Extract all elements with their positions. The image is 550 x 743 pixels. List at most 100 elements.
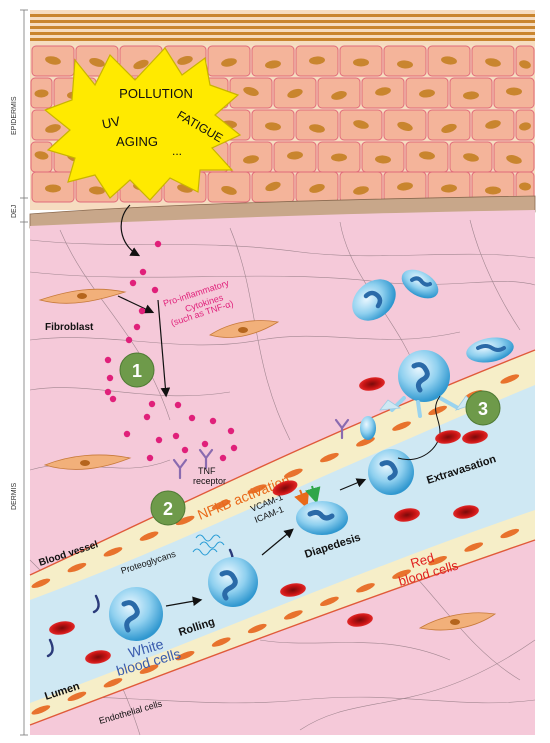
keratinocyte-nucleus — [485, 58, 501, 67]
endothelial-nucleus — [103, 547, 123, 557]
endothelial-nucleus — [428, 555, 447, 566]
keratinocyte-nucleus — [419, 151, 435, 160]
emigration-tail — [397, 395, 441, 460]
red-blood-cell — [272, 480, 298, 496]
vcam-green-arrow — [305, 485, 321, 504]
keratinocyte-nucleus — [375, 87, 391, 96]
keratinocyte-nucleus — [45, 184, 61, 193]
ellipsis-label: ... — [172, 144, 182, 158]
endothelial-nucleus — [392, 569, 411, 579]
dej-side-label: DEJ — [11, 205, 18, 218]
endothelial-nucleus — [247, 484, 267, 494]
white-blood-cell-tissue-2 — [401, 269, 439, 299]
aging-label: AGING — [116, 134, 158, 149]
keratinocyte-nucleus — [34, 151, 49, 160]
step-badge-2: 2 — [150, 490, 186, 526]
step-1-number: 1 — [132, 361, 142, 381]
red-blood-cell — [347, 613, 373, 627]
cytokine-dots — [104, 240, 238, 462]
cytokine-dot — [209, 417, 217, 425]
keratinocyte-nucleus — [287, 88, 303, 99]
keratinocyte-nucleus — [309, 184, 325, 193]
cytokine-dot — [219, 454, 227, 462]
keratinocyte-nucleus — [243, 155, 259, 164]
keratinocyte-nucleus — [331, 91, 347, 100]
keratinocyte-nucleus — [419, 89, 435, 98]
red-blood-cell — [462, 430, 488, 444]
endothelial-nucleus — [103, 678, 123, 688]
cytokine-dot — [139, 268, 147, 276]
step-3-number: 3 — [478, 399, 488, 419]
cytokine-dot — [106, 374, 114, 382]
endothelial-nucleus — [211, 637, 231, 647]
keratinocyte-nucleus — [485, 120, 501, 129]
white-blood-cell-extravasation — [368, 449, 414, 495]
red-blood-cell — [359, 377, 385, 391]
cytokine-dot — [138, 307, 146, 315]
keratinocyte-nucleus — [331, 153, 347, 162]
keratinocyte-nucleus — [441, 123, 457, 133]
fibroblast-cells — [38, 288, 497, 631]
endothelial-nucleus — [175, 650, 195, 661]
endothelial-nucleus — [67, 562, 87, 573]
endothelial-nucleus — [67, 691, 87, 702]
keratinocyte-nucleus — [34, 89, 49, 98]
keratinocyte-nucleus — [375, 155, 391, 164]
keratinocyte-nucleus — [265, 122, 281, 131]
cytokine-dot — [227, 427, 235, 435]
tnf-receptor-line1: TNF — [198, 466, 216, 476]
keratinocyte-nucleus — [397, 182, 413, 191]
keratinocyte-nucleus — [506, 155, 522, 164]
keratinocyte-nucleus — [485, 186, 501, 195]
white-blood-cell-rolling-1 — [109, 587, 163, 641]
white-blood-cell-edge — [360, 416, 376, 440]
endothelial-nucleus — [464, 542, 484, 552]
white-blood-cell-rolling-2 — [208, 557, 258, 607]
cytokine-arrow — [157, 299, 171, 398]
endothelial-nucleus — [283, 610, 303, 620]
proteoglycans-squiggles — [192, 534, 225, 556]
cytokine-dot — [125, 336, 133, 344]
keratinocyte-nucleus — [265, 181, 281, 192]
cytokine-dot — [172, 432, 180, 440]
extravasation-arrow — [339, 478, 367, 491]
endothelial-nucleus — [139, 664, 159, 674]
fibroblast-label: Fibroblast — [45, 322, 94, 333]
endothelial-nucleus — [356, 583, 375, 593]
uv-label: UV — [101, 113, 122, 131]
keratinocyte-nucleus — [133, 59, 149, 70]
red-blood-cell — [85, 650, 111, 664]
keratinocyte-nucleus — [506, 87, 522, 96]
keratinocyte-nucleus — [45, 124, 61, 133]
keratinocyte-nucleus — [221, 58, 237, 67]
red-blood-cell — [453, 505, 479, 519]
cytokine-dot — [133, 323, 141, 331]
red-blood-cell — [49, 621, 75, 635]
keratinocyte-nucleus — [89, 186, 105, 195]
cytokine-dot — [148, 400, 156, 408]
keratinocyte-nucleus — [243, 86, 259, 96]
cytokine-dot — [143, 413, 151, 421]
epidermis-side-label: EPIDERMIS — [11, 96, 18, 135]
cytokine-dot — [151, 286, 159, 294]
keratinocyte-nucleus — [309, 124, 325, 133]
keratinocyte-nucleus — [353, 58, 369, 67]
white-blood-cell-diapedesis — [296, 501, 348, 535]
endothelial-nucleus — [320, 596, 339, 607]
keratinocyte-nucleus — [463, 153, 479, 162]
endothelial-nucleus — [392, 421, 411, 431]
white-blood-cell-tissue-1 — [352, 279, 396, 321]
white-blood-cell-tissue-3 — [466, 337, 514, 363]
keratinocyte-nucleus — [45, 56, 61, 65]
red-cells-line1: Red — [409, 550, 436, 571]
endothelial-nucleus — [320, 452, 339, 463]
endothelial-nucleus — [211, 500, 231, 510]
endothelial-nucleus — [139, 531, 159, 541]
tnf-receptors — [172, 418, 350, 480]
vcam-orange-arrow — [294, 489, 309, 509]
keratinocyte-nucleus — [287, 151, 303, 160]
keratinocyte-nucleus — [309, 56, 325, 65]
keratinocyte-nucleus — [519, 182, 531, 191]
keratinocyte-nucleus — [177, 56, 193, 65]
